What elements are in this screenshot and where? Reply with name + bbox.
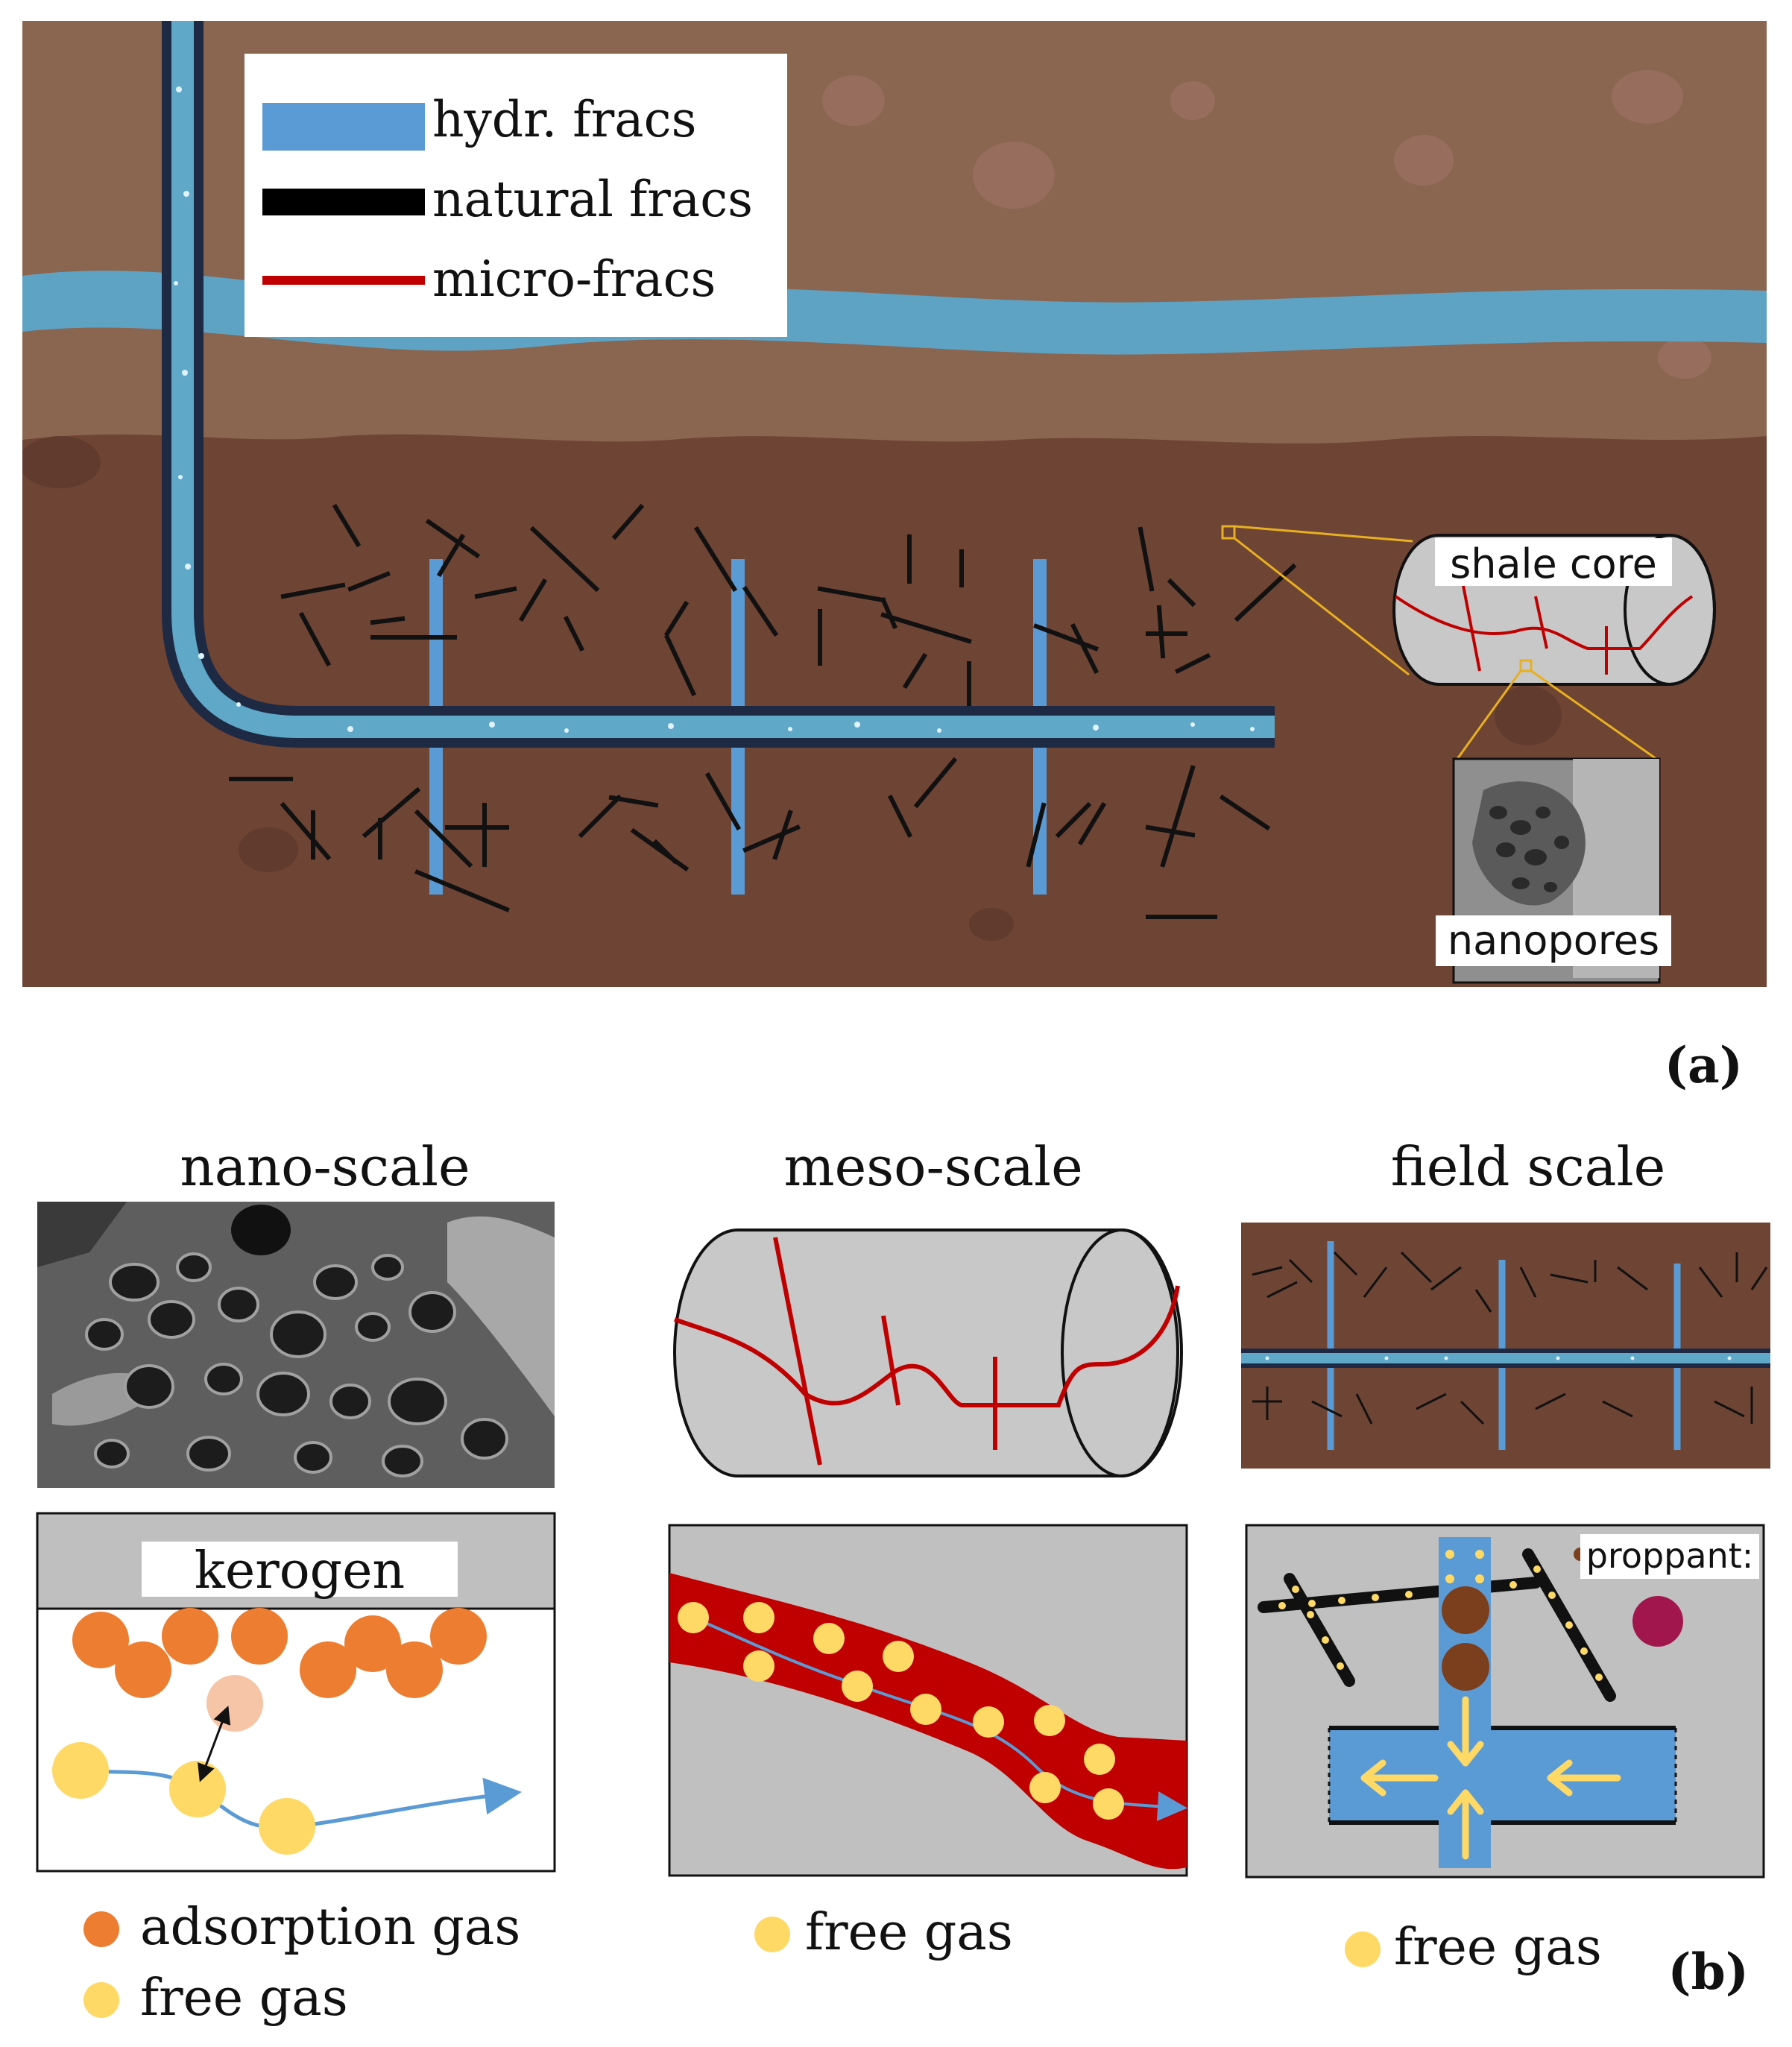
desorbing-molecule bbox=[206, 1675, 263, 1732]
legend-free-gas-nano: free gas bbox=[140, 1969, 348, 2028]
title-meso-scale: meso-scale bbox=[783, 1135, 1082, 1198]
legend-dot-free-gas-field bbox=[1345, 1931, 1381, 1967]
field-scale-thumbnail bbox=[1241, 1223, 1770, 1469]
field-legend: free gas bbox=[1345, 1918, 1602, 1977]
panel-a-label: (a) bbox=[1665, 1036, 1743, 1094]
exchange-arrow bbox=[198, 1706, 231, 1782]
meso-legend: free gas bbox=[754, 1903, 1013, 1962]
lower-stones bbox=[22, 436, 1562, 941]
title-nano-scale: nano-scale bbox=[180, 1135, 470, 1198]
nanopores-label: nanopores bbox=[1448, 917, 1659, 964]
panel-a-legend: hydr. fracs natural fracs micro-fracs bbox=[244, 54, 787, 337]
legend-label-natural-fracs: natural fracs bbox=[432, 171, 753, 228]
wellbore-bubbles bbox=[174, 86, 1255, 733]
proppant-grains bbox=[1442, 1586, 1489, 1691]
upper-stones bbox=[822, 70, 1711, 379]
legend-dot-free-gas-meso bbox=[754, 1917, 790, 1952]
nano-legend: adsorption gas free gas bbox=[83, 1898, 520, 2028]
kerogen-label: kerogen bbox=[195, 1542, 405, 1600]
legend-dot-free-gas bbox=[83, 1982, 119, 2018]
natural-fractures bbox=[229, 503, 1297, 919]
proppant-label: proppant: bbox=[1586, 1536, 1754, 1576]
meso-micro-fractures bbox=[673, 1237, 1180, 1466]
legend-dot-adsorption bbox=[83, 1911, 119, 1947]
legend-swatch-hydr-fracs bbox=[262, 103, 425, 151]
adsorbed-molecules bbox=[72, 1608, 487, 1698]
legend-swatch-micro-fracs bbox=[262, 276, 425, 285]
panel-a-field-diagram: shale core nanopores bbox=[22, 21, 1767, 987]
title-field-scale: field scale bbox=[1391, 1135, 1665, 1198]
legend-adsorption-gas: adsorption gas bbox=[140, 1898, 520, 1957]
wellbore-fluid bbox=[171, 21, 1275, 738]
meso-scale-schematic bbox=[668, 1524, 1188, 1877]
legend-free-gas-meso: free gas bbox=[805, 1903, 1013, 1962]
shale-core-inset: shale core bbox=[1392, 534, 1716, 760]
proppant-purple-particle bbox=[1632, 1596, 1683, 1647]
nano-sem-image bbox=[37, 1202, 555, 1488]
field-flow-arrows bbox=[1360, 1696, 1621, 1860]
zoom-box bbox=[1221, 525, 1236, 540]
legend-free-gas-field: free gas bbox=[1394, 1918, 1602, 1977]
meso-free-gas bbox=[678, 1602, 1124, 1820]
shale-core-label: shale core bbox=[1450, 540, 1657, 587]
nanopores-inset: nanopores bbox=[1436, 757, 1671, 984]
field-scale-schematic: proppant: bbox=[1245, 1524, 1765, 1879]
legend-label-micro-fracs: micro-fracs bbox=[432, 250, 716, 308]
legend-swatch-natural-fracs bbox=[262, 189, 425, 215]
nano-scale-schematic: kerogen bbox=[36, 1512, 556, 1873]
legend-label-hydr-fracs: hydr. fracs bbox=[432, 91, 696, 148]
panel-b-label: (b) bbox=[1668, 1943, 1749, 2001]
meso-core-diagram bbox=[673, 1228, 1183, 1477]
